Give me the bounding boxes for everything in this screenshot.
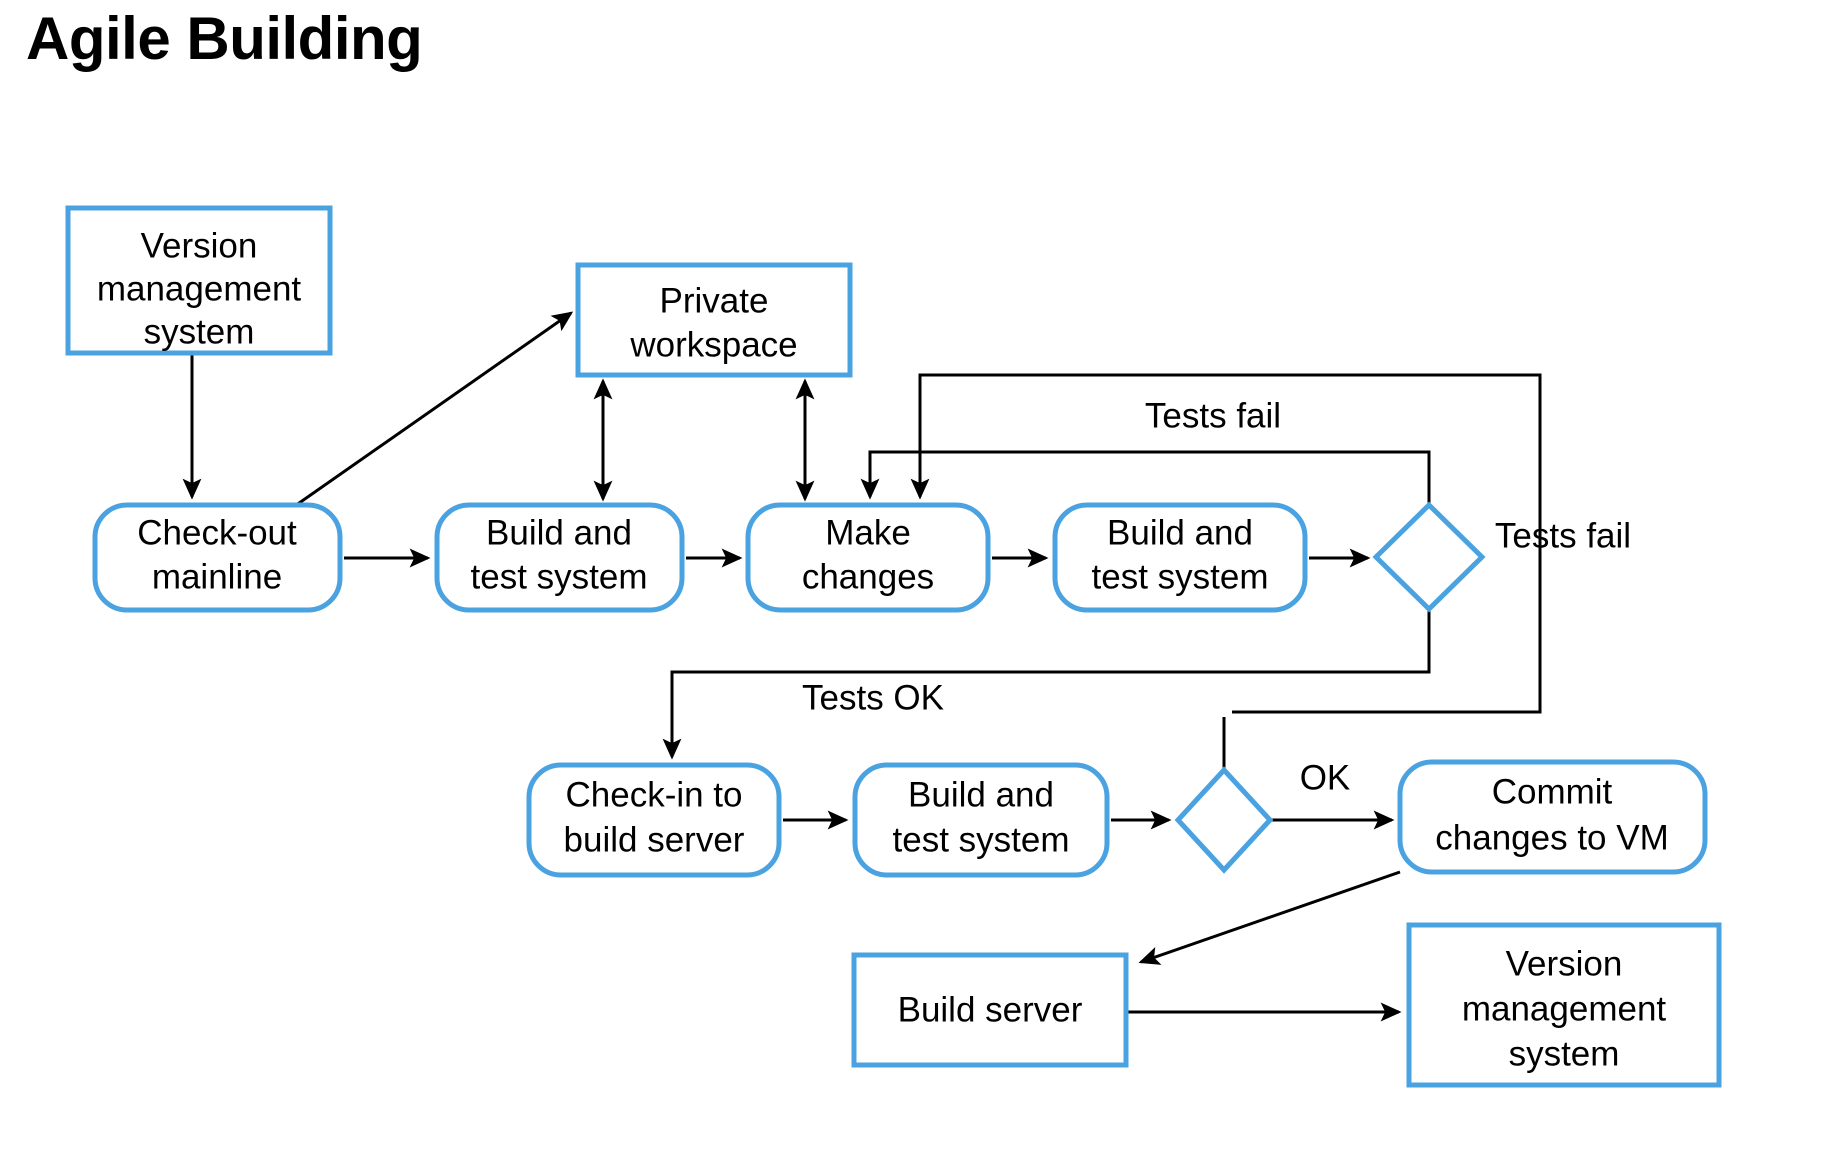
node-check-in-to-build-server[interactable]: Check-in to build server [526, 762, 782, 878]
edge-label-ok: OK [1300, 758, 1351, 797]
node-label: Build and [908, 775, 1054, 814]
node-label: test system [471, 557, 648, 596]
node-build-and-test-system-1[interactable]: Build and test system [434, 502, 685, 613]
rounded-shape [434, 502, 685, 613]
rounded-shape [526, 762, 782, 878]
diamond-shape [1174, 766, 1274, 874]
node-label: Commit [1492, 772, 1613, 811]
edge-checkout-to-private-workspace [291, 311, 574, 510]
node-label: Private [660, 281, 769, 320]
rounded-shape [745, 502, 991, 613]
node-label: changes [802, 557, 934, 596]
rounded-shape [92, 502, 343, 613]
node-label: Check-out [137, 513, 297, 552]
page-title: Agile Building [26, 5, 423, 72]
node-private-workspace[interactable]: Private workspace [575, 262, 853, 378]
node-label: system [1509, 1034, 1620, 1073]
node-label: Version [141, 226, 258, 265]
node-label: Check-in to [565, 775, 742, 814]
edge-tests-fail-outer-loop [910, 373, 1542, 714]
edge-commit-to-build-server [1138, 870, 1401, 965]
node-label: system [144, 312, 255, 351]
node-decision-1[interactable] [1372, 501, 1486, 613]
edge-tests-ok [662, 610, 1431, 760]
node-build-server[interactable]: Build server [851, 952, 1129, 1068]
node-label: mainline [152, 557, 282, 596]
rect-shape [575, 262, 853, 378]
node-label: management [97, 269, 302, 308]
rect-shape [851, 952, 1129, 1068]
edge-label-tests-ok: Tests OK [802, 678, 944, 717]
node-label: test system [893, 820, 1070, 859]
node-label: Version [1506, 944, 1623, 983]
node-label: workspace [629, 325, 797, 364]
node-label: Build server [898, 990, 1083, 1029]
node-version-management-system-bottom[interactable]: Version management system [1406, 922, 1722, 1088]
node-decision-2[interactable] [1174, 766, 1274, 874]
node-commit-changes-to-vm[interactable]: Commit changes to VM [1397, 759, 1708, 875]
node-label: Build and [1107, 513, 1253, 552]
edge-label-tests-fail-top: Tests fail [1145, 396, 1281, 435]
node-build-and-test-system-3[interactable]: Build and test system [852, 762, 1110, 878]
rounded-shape [1052, 502, 1308, 613]
node-check-out-mainline[interactable]: Check-out mainline [92, 502, 343, 613]
node-label: Make [825, 513, 911, 552]
node-version-management-system-top[interactable]: Version management system [65, 205, 333, 356]
node-label: changes to VM [1435, 818, 1668, 857]
node-label: build server [564, 820, 745, 859]
edge-tests-fail-inner-loop [860, 450, 1431, 505]
rounded-shape [852, 762, 1110, 878]
diamond-shape [1372, 501, 1486, 613]
node-label: Build and [486, 513, 632, 552]
node-build-and-test-system-2[interactable]: Build and test system [1052, 502, 1308, 613]
node-label: management [1462, 989, 1667, 1028]
rect-shape [1406, 922, 1722, 1088]
node-label: test system [1092, 557, 1269, 596]
node-make-changes[interactable]: Make changes [745, 502, 991, 613]
rect-shape [65, 205, 333, 356]
rounded-shape [1397, 759, 1708, 875]
edge-label-tests-fail-right: Tests fail [1495, 516, 1631, 555]
